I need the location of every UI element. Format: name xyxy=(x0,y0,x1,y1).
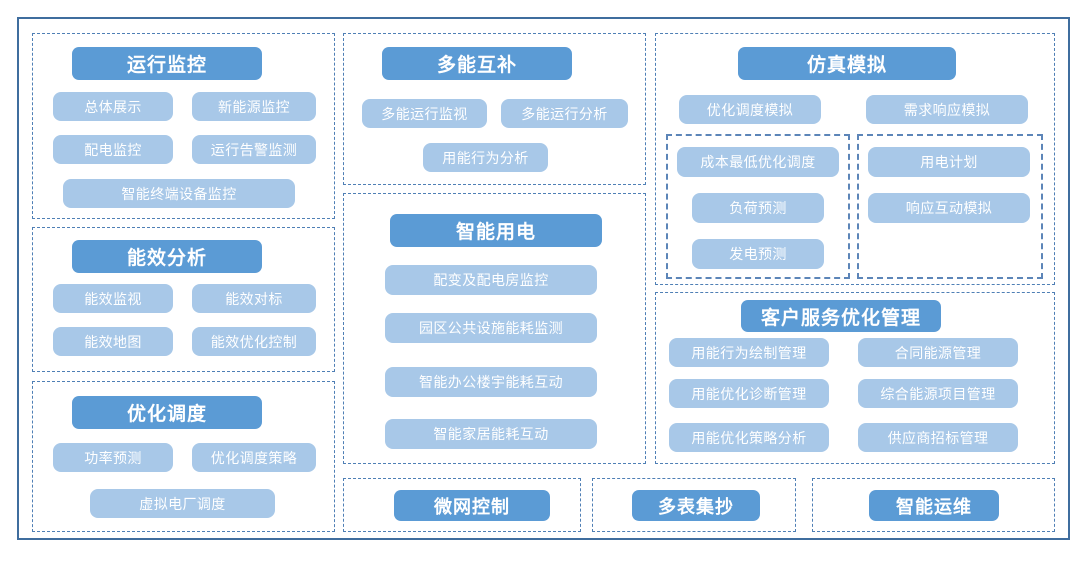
item-chip-smart-office-building-energy-interaction[interactable]: 智能办公楼宇能耗互动 xyxy=(385,367,597,397)
item-chip-smart-home-energy-interaction[interactable]: 智能家居能耗互动 xyxy=(385,419,597,449)
item-chip-response-interaction-simulation[interactable]: 响应互动模拟 xyxy=(868,193,1030,223)
panel-microgrid-control[interactable] xyxy=(343,478,581,532)
panel-title-optimal-dispatch[interactable]: 优化调度 xyxy=(72,396,262,429)
panel-energy-efficiency-analysis[interactable] xyxy=(32,227,335,372)
item-chip-integrated-energy-project-management[interactable]: 综合能源项目管理 xyxy=(858,379,1018,408)
item-chip-operation-alarm-monitoring[interactable]: 运行告警监测 xyxy=(192,135,316,164)
panel-title-customer-service-optimization[interactable]: 客户服务优化管理 xyxy=(741,300,941,332)
panel-simulation[interactable] xyxy=(655,33,1055,285)
panel-title-smart-operation-maintenance[interactable]: 智能运维 xyxy=(869,490,999,521)
item-chip-lowest-cost-optimal-dispatch[interactable]: 成本最低优化调度 xyxy=(677,147,839,177)
item-chip-multi-energy-operation-analysis[interactable]: 多能运行分析 xyxy=(501,99,628,128)
item-chip-overall-display[interactable]: 总体展示 xyxy=(53,92,173,121)
item-chip-energy-optimization-diagnosis-management[interactable]: 用能优化诊断管理 xyxy=(669,379,829,408)
outer-frame xyxy=(17,17,1070,540)
item-chip-power-forecast[interactable]: 功率预测 xyxy=(53,443,173,472)
item-chip-transformer-substation-monitoring[interactable]: 配变及配电房监控 xyxy=(385,265,597,295)
item-chip-smart-terminal-device-monitoring[interactable]: 智能终端设备监控 xyxy=(63,179,295,208)
panel-title-multi-meter-reading[interactable]: 多表集抄 xyxy=(632,490,760,521)
panel-title-smart-electricity-use[interactable]: 智能用电 xyxy=(390,214,602,247)
item-chip-energy-behavior-mapping-management[interactable]: 用能行为绘制管理 xyxy=(669,338,829,367)
item-chip-efficiency-monitoring[interactable]: 能效监视 xyxy=(53,284,173,313)
panel-title-energy-efficiency-analysis[interactable]: 能效分析 xyxy=(72,240,262,273)
item-chip-virtual-power-plant-dispatch[interactable]: 虚拟电厂调度 xyxy=(90,489,275,518)
panel-title-simulation[interactable]: 仿真模拟 xyxy=(738,47,956,80)
item-chip-energy-optimization-strategy-analysis[interactable]: 用能优化策略分析 xyxy=(669,423,829,452)
item-chip-distribution-monitoring[interactable]: 配电监控 xyxy=(53,135,173,164)
panel-operation-monitoring[interactable] xyxy=(32,33,335,219)
item-chip-demand-response-simulation[interactable]: 需求响应模拟 xyxy=(866,95,1028,124)
item-chip-optimal-dispatch-simulation[interactable]: 优化调度模拟 xyxy=(679,95,821,124)
item-chip-efficiency-map[interactable]: 能效地图 xyxy=(53,327,173,356)
panel-optimal-dispatch[interactable] xyxy=(32,381,335,532)
item-chip-new-energy-monitoring[interactable]: 新能源监控 xyxy=(192,92,316,121)
subpanel-demand-response-group[interactable] xyxy=(857,134,1043,279)
panel-customer-service-optimization[interactable] xyxy=(655,292,1055,464)
item-chip-park-public-facility-energy-monitoring[interactable]: 园区公共设施能耗监测 xyxy=(385,313,597,343)
item-chip-efficiency-benchmarking[interactable]: 能效对标 xyxy=(192,284,316,313)
item-chip-optimal-dispatch-strategy[interactable]: 优化调度策略 xyxy=(192,443,316,472)
item-chip-supplier-bidding-management[interactable]: 供应商招标管理 xyxy=(858,423,1018,452)
item-chip-load-forecast[interactable]: 负荷预测 xyxy=(692,193,824,223)
item-chip-efficiency-optimization-control[interactable]: 能效优化控制 xyxy=(192,327,316,356)
item-chip-contract-energy-management[interactable]: 合同能源管理 xyxy=(858,338,1018,367)
panel-smart-electricity-use[interactable] xyxy=(343,193,646,464)
panel-multi-meter-reading[interactable] xyxy=(592,478,796,532)
panel-multi-energy-complementary[interactable] xyxy=(343,33,646,185)
panel-title-multi-energy-complementary[interactable]: 多能互补 xyxy=(382,47,572,80)
panel-title-operation-monitoring[interactable]: 运行监控 xyxy=(72,47,262,80)
item-chip-generation-forecast[interactable]: 发电预测 xyxy=(692,239,824,269)
panel-smart-operation-maintenance[interactable] xyxy=(812,478,1055,532)
item-chip-electricity-plan[interactable]: 用电计划 xyxy=(868,147,1030,177)
subpanel-dispatch-simulation-group[interactable] xyxy=(666,134,850,279)
item-chip-energy-use-behavior-analysis[interactable]: 用能行为分析 xyxy=(423,143,548,172)
panel-title-microgrid-control[interactable]: 微网控制 xyxy=(394,490,550,521)
item-chip-multi-energy-operation-monitoring[interactable]: 多能运行监视 xyxy=(362,99,487,128)
